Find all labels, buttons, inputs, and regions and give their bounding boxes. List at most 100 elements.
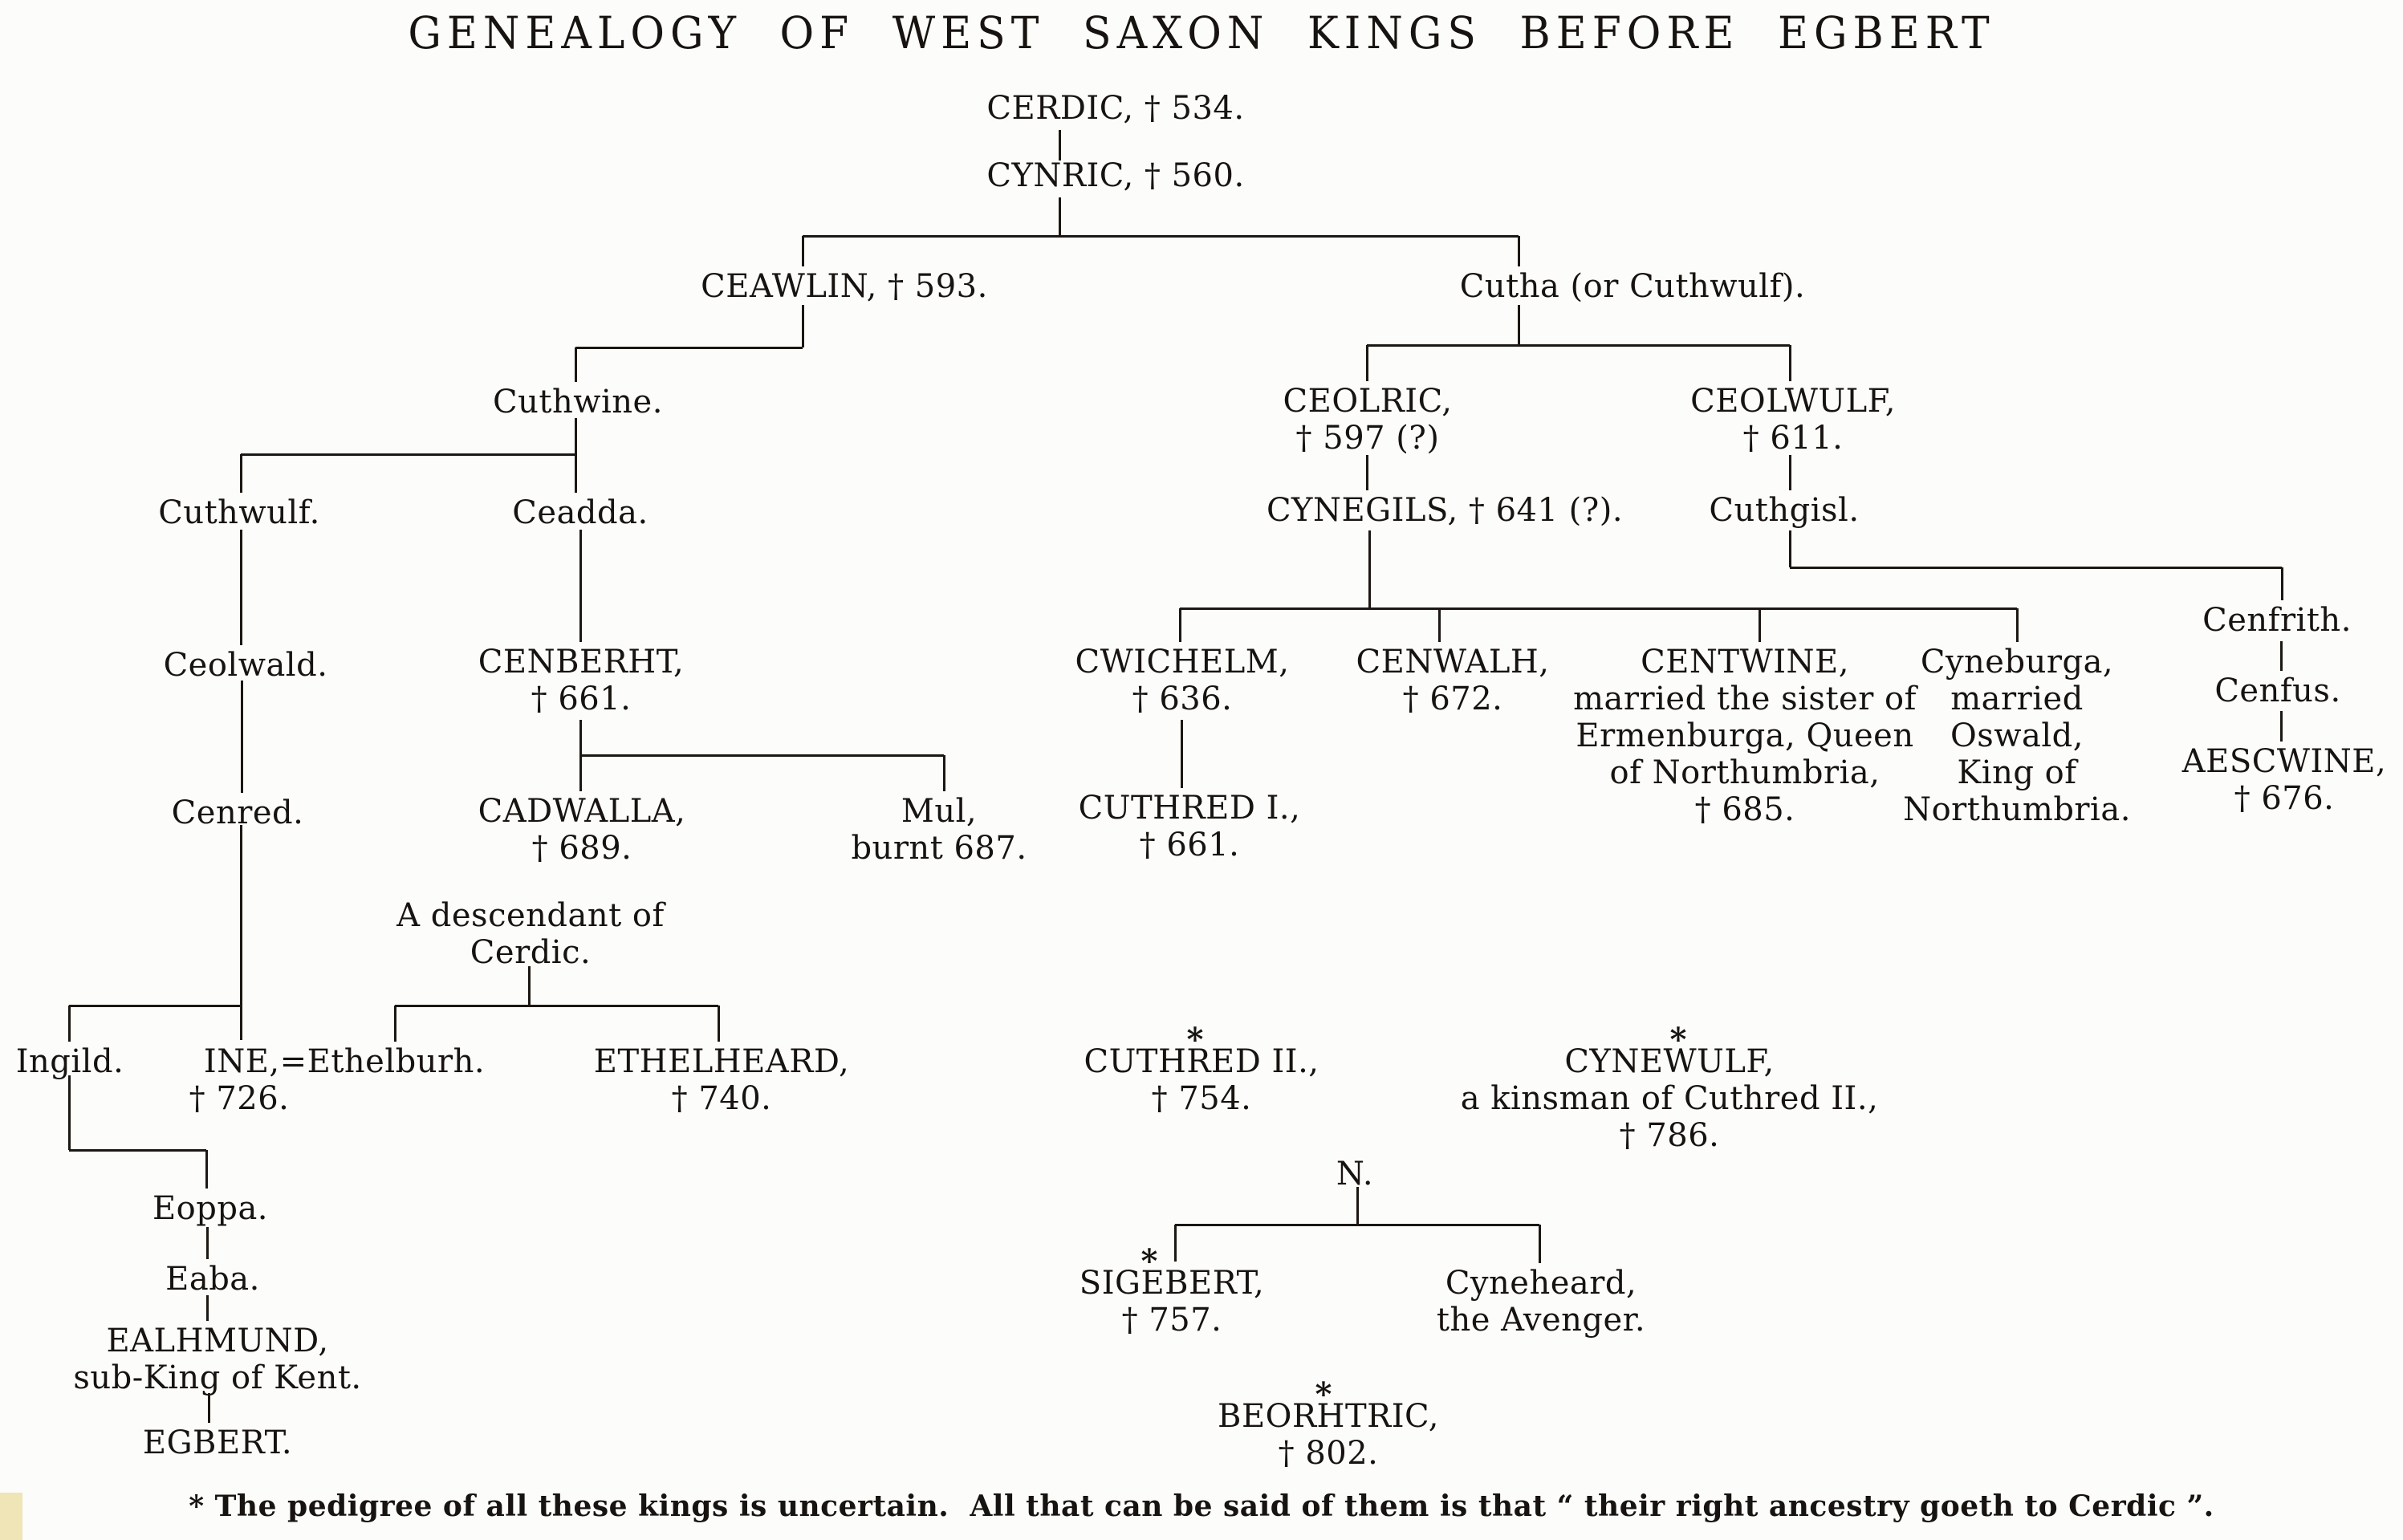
- node-ingild: Ingild.: [16, 1043, 124, 1080]
- connector-line-vertical: [1438, 608, 1441, 642]
- connector-line-horizontal: [69, 1005, 241, 1007]
- connector-line-horizontal: [1180, 607, 2017, 610]
- connector-line-vertical: [394, 1006, 396, 1042]
- connector-line-horizontal: [803, 235, 1519, 238]
- connector-line-vertical: [240, 825, 242, 1006]
- node-beorhtric-line: † 802.: [1278, 1435, 1379, 1472]
- connector-line-vertical: [2280, 711, 2283, 742]
- node-cyneburga-line: Oswald,: [1950, 717, 2084, 754]
- node-cenwalh-line: CENWALH,: [1356, 644, 1550, 681]
- node-sigebert-line: SIGEBERT,: [1079, 1265, 1265, 1302]
- page-title: GENEALOGY OF WEST SAXON KINGS BEFORE EGB…: [408, 8, 1995, 59]
- node-ceolric-line: CEOLRIC,: [1283, 383, 1453, 420]
- node-cuthred-ii: CUTHRED II.,† 754.: [1084, 1043, 1319, 1117]
- connector-line-vertical: [1789, 530, 1791, 567]
- node-cutha-line: Cutha (or Cuthwulf).: [1459, 268, 1806, 305]
- node-cenred: Cenred.: [172, 794, 304, 831]
- node-aescwine-line: AESCWINE,: [2181, 743, 2387, 780]
- node-ceawlin-line: CEAWLIN, † 593.: [701, 268, 988, 305]
- node-ine: INE,=Ethelburh.: [204, 1043, 485, 1080]
- node-cyneheard-line: the Avenger.: [1436, 1302, 1646, 1339]
- node-cynewulf-line: † 786.: [1619, 1117, 1720, 1154]
- node-aescwine-line: † 676.: [2234, 780, 2335, 817]
- node-cyneburga-line: married: [1950, 681, 2084, 717]
- node-cenred-line: Cenred.: [171, 794, 304, 831]
- node-cyneburga-line: Northumbria.: [1903, 791, 2131, 828]
- node-eoppa-line: Eoppa.: [152, 1190, 269, 1227]
- node-cuthwine-line: Cuthwine.: [493, 384, 663, 421]
- connector-line-vertical: [2281, 567, 2283, 600]
- node-cenfus: Cenfus.: [2214, 672, 2340, 709]
- node-ceadda-line: Ceadda.: [512, 494, 649, 531]
- node-mul: Mul,burnt 687.: [851, 793, 1027, 867]
- node-cutha: Cutha (or Cuthwulf).: [1460, 268, 1805, 305]
- node-cynewulf-line: a kinsman of Cuthred II.,: [1460, 1080, 1879, 1117]
- node-cenfrith-line: Cenfrith.: [2202, 602, 2352, 639]
- node-ethelheard: ETHELHEARD,† 740.: [594, 1043, 849, 1117]
- node-cwichelm-line: † 636.: [1132, 681, 1233, 717]
- connector-line-vertical: [240, 530, 242, 645]
- node-cerdic-line: CERDIC, † 534.: [986, 90, 1245, 127]
- node-ine-obit: † 726.: [189, 1080, 290, 1117]
- connector-line-vertical: [1059, 197, 1061, 236]
- node-cynegils: CYNEGILS, † 641 (?).: [1267, 492, 1623, 529]
- connector-line-vertical: [575, 418, 577, 454]
- connector-line-horizontal: [1175, 1224, 1539, 1226]
- connector-line-vertical: [206, 1295, 209, 1321]
- connector-line-vertical: [240, 1006, 242, 1040]
- node-ealhmund-line: sub-King of Kent.: [73, 1359, 362, 1396]
- node-centwine-line: † 685.: [1694, 791, 1795, 828]
- node-mul-line: Mul,: [901, 793, 978, 830]
- node-mul-line: burnt 687.: [851, 830, 1027, 867]
- node-cadwalla-line: CADWALLA,: [478, 793, 686, 830]
- node-descendant-of-cerdic-line: Cerdic.: [470, 934, 592, 971]
- node-ceolric-line: † 597 (?): [1295, 420, 1440, 457]
- node-cynewulf-line: CYNEWULF,: [1564, 1043, 1775, 1080]
- node-beorhtric-line: BEORHTRIC,: [1218, 1398, 1439, 1435]
- node-ealhmund: EALHMUND,sub-King of Kent.: [73, 1323, 361, 1396]
- node-cynewulf: CYNEWULF,a kinsman of Cuthred II.,† 786.: [1461, 1043, 1879, 1154]
- uncertainty-footnote: * The pedigree of all these kings is unc…: [189, 1489, 2214, 1523]
- connector-line-vertical: [1368, 530, 1371, 608]
- node-cynric-line: CYNRIC, † 560.: [986, 157, 1245, 194]
- node-eaba-line: Eaba.: [165, 1261, 260, 1298]
- scan-artifact: [0, 1493, 22, 1540]
- connector-line-vertical: [1181, 720, 1183, 788]
- node-ceawlin: CEAWLIN, † 593.: [701, 268, 988, 305]
- connector-line-horizontal: [580, 754, 944, 757]
- node-cynegils-line: CYNEGILS, † 641 (?).: [1266, 492, 1624, 529]
- connector-line-vertical: [1059, 130, 1061, 161]
- connector-line-horizontal: [1367, 344, 1790, 347]
- connector-line-horizontal: [575, 347, 803, 349]
- node-cuthred-ii-line: CUTHRED II.,: [1084, 1043, 1319, 1080]
- uncertainty-asterisk: *: [1141, 1242, 1158, 1280]
- node-cynric: CYNRIC, † 560.: [986, 157, 1244, 194]
- connector-line-vertical: [1179, 608, 1181, 642]
- connector-line-vertical: [68, 1006, 71, 1042]
- connector-line-vertical: [240, 454, 242, 493]
- node-cadwalla: CADWALLA,† 689.: [478, 793, 686, 867]
- node-beorhtric: BEORHTRIC,† 802.: [1218, 1398, 1439, 1472]
- node-ceolwulf: CEOLWULF,† 611.: [1690, 383, 1896, 457]
- connector-line-vertical: [528, 966, 531, 1006]
- connector-line-horizontal: [1790, 567, 2282, 569]
- node-ethelheard-line: † 740.: [671, 1080, 772, 1117]
- connector-line-vertical: [1759, 608, 1761, 642]
- connector-line-vertical: [1789, 455, 1791, 490]
- node-sigebert-line: † 757.: [1121, 1302, 1222, 1339]
- connector-line-vertical: [1366, 455, 1368, 490]
- connector-line-vertical: [1356, 1187, 1359, 1225]
- connector-line-vertical: [1539, 1225, 1541, 1263]
- connector-line-vertical: [579, 530, 582, 642]
- node-eoppa: Eoppa.: [152, 1190, 268, 1227]
- connector-line-vertical: [205, 1150, 208, 1189]
- node-cuthgisl-line: Cuthgisl.: [1709, 492, 1860, 529]
- node-cuthwine: Cuthwine.: [493, 384, 663, 421]
- node-ethelheard-line: ETHELHEARD,: [593, 1043, 850, 1080]
- node-cuthred-i-line: † 661.: [1139, 827, 1240, 863]
- node-cwichelm-line: CWICHELM,: [1075, 644, 1290, 681]
- node-cyneheard: Cyneheard,the Avenger.: [1437, 1265, 1645, 1339]
- node-ine-obit-line: † 726.: [189, 1080, 290, 1117]
